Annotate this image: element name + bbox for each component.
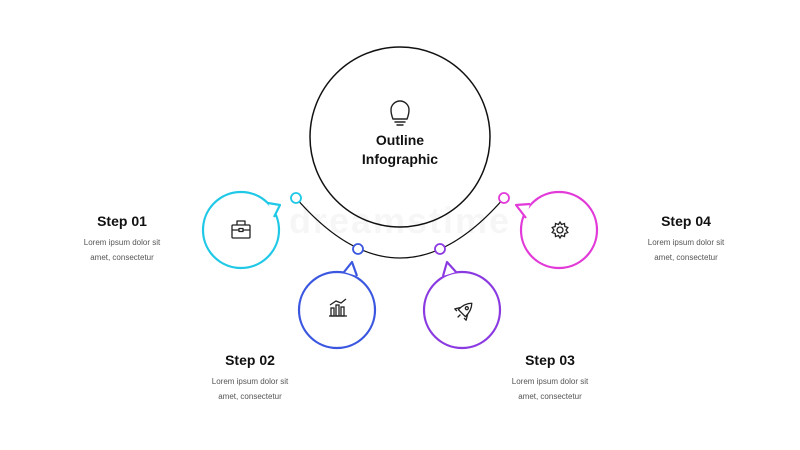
step-01-connector-dot <box>290 192 302 204</box>
step-bubble-tail <box>267 201 282 218</box>
step-04-title: Step 04 <box>661 213 711 229</box>
step-01-desc-line1: Lorem ipsum dolor sit <box>83 238 161 247</box>
step-02-connector-dot <box>352 243 364 255</box>
step-03-desc-line2: amet, consectetur <box>518 392 582 401</box>
step-02-desc-line2: amet, consectetur <box>218 392 282 401</box>
step-04-text: Step 04 Lorem ipsum dolor sit amet, cons… <box>596 213 776 265</box>
lightbulb-icon <box>390 100 410 126</box>
step-bubble-tail <box>343 260 359 277</box>
step-03-desc-line1: Lorem ipsum dolor sit <box>511 377 589 386</box>
briefcase-icon <box>231 220 251 239</box>
watermark: dreamstime <box>250 200 550 242</box>
step-bubble-circle <box>519 190 599 270</box>
step-04-bubble <box>514 190 599 270</box>
step-bubble-tail <box>441 260 457 277</box>
step-02-title: Step 02 <box>225 352 275 368</box>
center-circle <box>309 46 491 228</box>
step-04-connector-dot <box>498 192 510 204</box>
step-02-desc-line1: Lorem ipsum dolor sit <box>211 377 289 386</box>
center-title-line2: Infographic <box>361 151 439 167</box>
rocket-icon <box>454 302 473 321</box>
connector-arc <box>295 197 505 259</box>
step-02-bubble <box>297 260 377 350</box>
step-03-connector-dot <box>434 243 446 255</box>
step-02-text: Step 02 Lorem ipsum dolor sit amet, cons… <box>160 352 340 404</box>
center-title-line1: Outline <box>375 132 425 148</box>
step-03-bubble <box>422 260 502 350</box>
step-01-title: Step 01 <box>97 213 147 229</box>
gear-icon <box>551 220 569 240</box>
step-bubble-circle <box>297 270 377 350</box>
step-03-title: Step 03 <box>525 352 575 368</box>
center-title: Outline Infographic <box>320 131 480 169</box>
step-01-text: Step 01 Lorem ipsum dolor sit amet, cons… <box>32 213 212 265</box>
step-01-desc-line2: amet, consectetur <box>90 253 154 262</box>
step-03-text: Step 03 Lorem ipsum dolor sit amet, cons… <box>460 352 640 404</box>
step-04-desc-line2: amet, consectetur <box>654 253 718 262</box>
step-bubble-circle <box>422 270 502 350</box>
step-04-desc-line1: Lorem ipsum dolor sit <box>647 238 725 247</box>
bar-chart-icon <box>329 298 347 317</box>
step-bubble-tail <box>514 202 531 219</box>
